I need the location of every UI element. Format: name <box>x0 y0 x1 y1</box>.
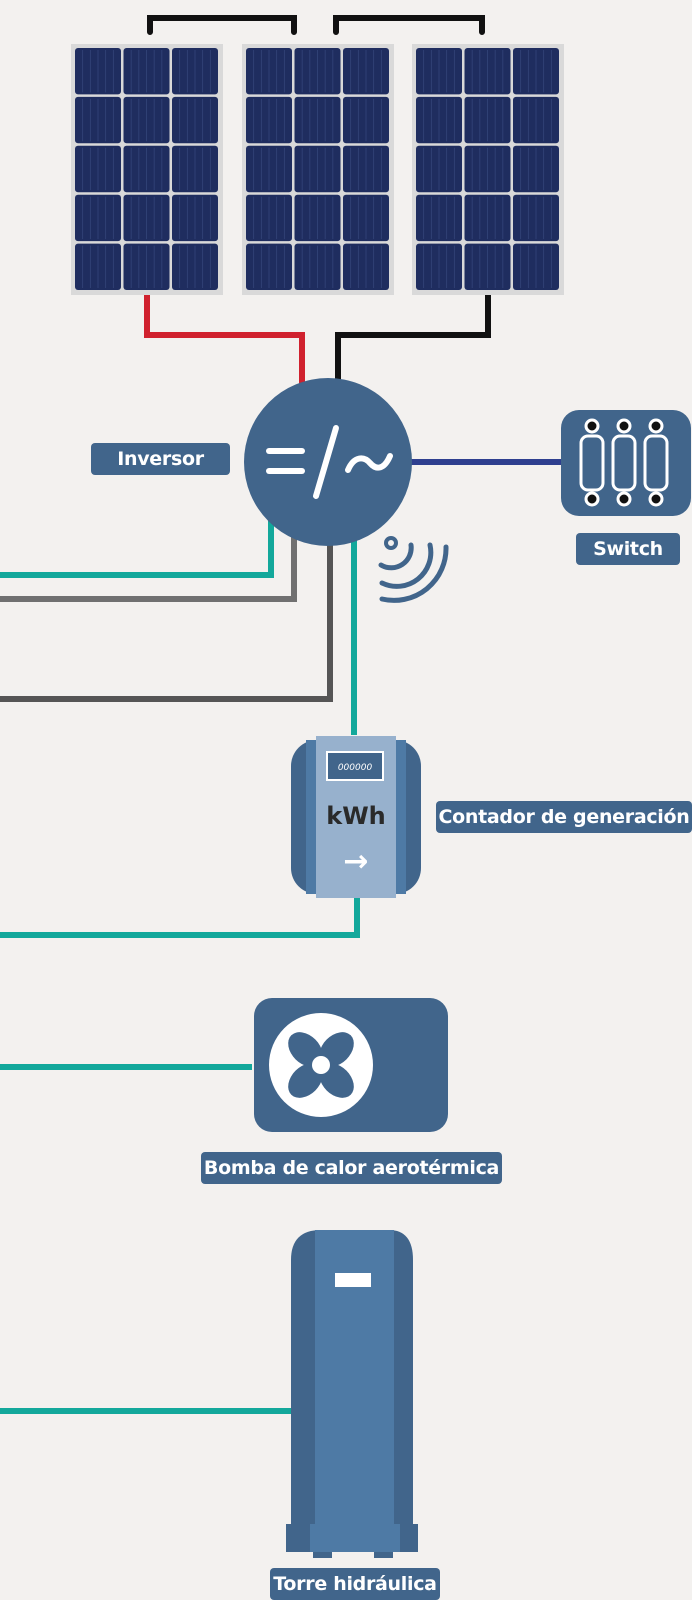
label-contador: Contador de generación <box>436 801 692 833</box>
wifi-signal-icon <box>378 536 449 603</box>
wire-negative-black <box>335 290 491 385</box>
label-torre: Torre hidráulica <box>270 1568 440 1600</box>
wire-teal-meter-out <box>0 895 360 938</box>
label-switch: Switch <box>576 533 680 565</box>
inverter-dc-bar-top <box>266 448 305 454</box>
wire-dark-gray <box>0 540 333 702</box>
meter-icon: 000000 kWh → <box>291 736 421 898</box>
label-bomba: Bomba de calor aerotérmica <box>201 1152 502 1184</box>
jumper-wire-1 <box>147 15 297 35</box>
solar-panel-icon <box>71 44 223 295</box>
heat-pump <box>254 998 448 1132</box>
label-inversor: Inversor <box>91 443 230 475</box>
inverter-dc-bar-bottom <box>266 468 305 474</box>
inverter <box>244 378 412 546</box>
wire-gray-1 <box>0 530 297 602</box>
meter-arrow: → <box>343 844 368 879</box>
meter-unit: kWh <box>326 802 386 830</box>
wire-positive-red <box>144 290 305 385</box>
wire-teal-1 <box>0 520 274 578</box>
solar-panel-icon <box>242 44 394 295</box>
wires <box>0 15 562 1414</box>
solar-panels <box>71 44 564 295</box>
jumper-wire-2 <box>333 15 485 35</box>
switch-icon <box>561 410 691 516</box>
solar-panel-icon <box>412 44 564 295</box>
meter-display: 000000 <box>338 763 373 773</box>
inverter-slash <box>313 425 339 499</box>
water-tower-icon <box>286 1230 418 1558</box>
inverter-ac-wave <box>345 453 393 473</box>
